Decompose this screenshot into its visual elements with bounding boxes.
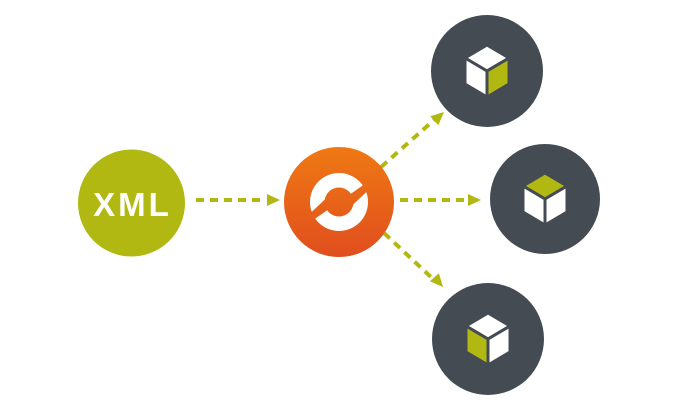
source-node-xml: XML [78, 149, 185, 257]
target-node-middle [490, 144, 600, 254]
cube-icon [520, 171, 570, 228]
target-node-top [431, 15, 543, 127]
xml-circle [78, 149, 185, 257]
xml-label: XML [93, 186, 172, 223]
cube-icon [463, 311, 513, 368]
dashed-line [379, 118, 436, 169]
arrow-hub-to-middle [400, 194, 481, 206]
arrowhead-icon [430, 112, 444, 126]
cube-icon [462, 43, 512, 100]
cube-right-face [543, 183, 569, 228]
arrowhead-icon [267, 194, 280, 206]
cube-right-face [486, 323, 512, 368]
dashed-line [382, 231, 435, 281]
arrow-hub-to-bottom [382, 231, 443, 287]
arrowhead-icon [429, 273, 443, 287]
sync-arrows-icon [303, 166, 375, 238]
cube-right-face [485, 55, 511, 100]
arrowhead-icon [468, 194, 481, 206]
arrow-source-to-hub [196, 194, 280, 206]
hub-node-sync [284, 147, 394, 257]
arrow-hub-to-top [379, 112, 444, 169]
target-node-bottom [432, 283, 544, 395]
